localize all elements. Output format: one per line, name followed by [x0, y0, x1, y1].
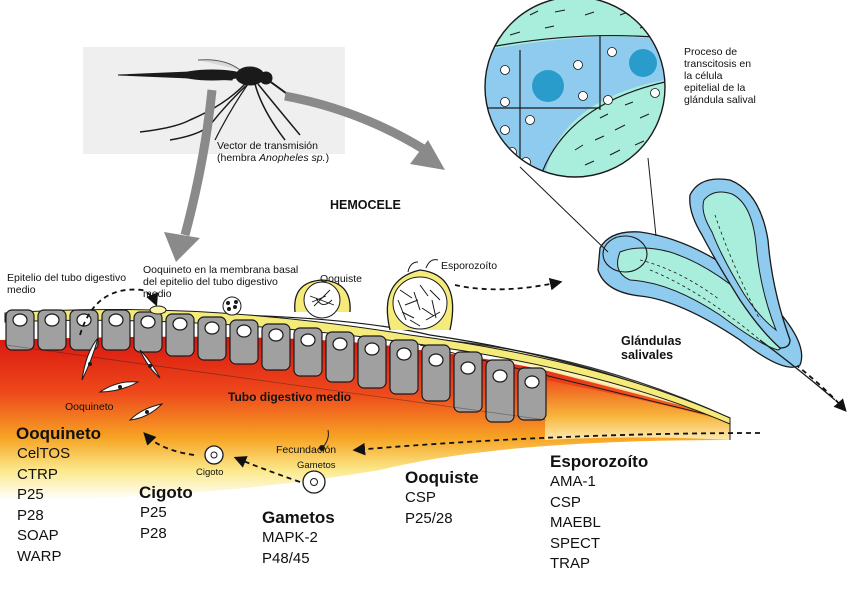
stage-sporozoite-title: Esporozoíto [550, 452, 649, 471]
protein-item: P25 [17, 486, 44, 503]
stage-ookinete-title: Ooquineto [16, 424, 101, 443]
protein-item: AMA-1 [550, 473, 596, 490]
oocyst-label: Ooquiste [320, 273, 363, 285]
vector-caption-line1: Vector de transmisión [217, 140, 318, 152]
salivary-glands-line2: salivales [621, 348, 674, 362]
transcytosis-line2: transcitosis en [684, 58, 752, 70]
gray-arrow-to-gut [164, 89, 217, 262]
mosquito-icon [117, 59, 301, 141]
protein-item: P28 [140, 524, 167, 542]
stage-gametes-title: Gametos [262, 508, 335, 527]
ookinete-membrane-line2: del epitelio del tubo digestivo [143, 276, 278, 288]
stage-oocyst-proteins: CSP P25/28 [405, 488, 453, 529]
stage-gametes-proteins: MAPK-2 P48/45 [262, 528, 318, 569]
ookinete-membrane-icon [149, 296, 242, 316]
vector-caption: Vector de transmisión (hembra Anopheles … [217, 140, 329, 164]
protein-item: CTRP [17, 465, 58, 483]
sporozoite-label: Esporozoíto [441, 260, 498, 272]
stage-ookinete-proteins: CelTOS CTRP P25 P28 SOAP WARP [17, 444, 70, 567]
ookinete-membrane-line1: Ooquineto en la membrana basal [143, 264, 299, 276]
stage-oocyst-title: Ooquiste [405, 468, 479, 487]
midgut-epithelium-label: Epitelio del tubo digestivo medio [7, 272, 126, 296]
protein-item: WARP [17, 547, 62, 565]
protein-item: CSP [550, 493, 581, 511]
protein-item: MAEBL [550, 514, 601, 531]
midgut-epithelium-line2: medio [7, 284, 36, 296]
ookinete-parasites [81, 337, 164, 421]
protein-item: CSP [405, 489, 436, 506]
protein-item: TRAP [550, 555, 591, 572]
zygote-icon [204, 445, 224, 465]
transcytosis-magnified-cell [484, 0, 666, 178]
stage-sporozoite-proteins: AMA-1 CSP MAEBL SPECT TRAP [550, 472, 601, 575]
transcytosis-label: Proceso de transcitosis en la célula epi… [684, 46, 756, 106]
protein-item: MAPK-2 [262, 529, 318, 546]
transcytosis-line4: epitelial de la [684, 82, 746, 94]
midgut-label: Tubo digestivo medio [228, 390, 352, 404]
protein-item: P28 [17, 506, 44, 524]
gametes-icon [302, 429, 329, 494]
vector-caption-line2: (hembra Anopheles sp.) [217, 152, 329, 164]
zygote-label: Cigoto [196, 467, 224, 478]
stage-zygote-title: Cigoto [139, 483, 193, 502]
transcytosis-line1: Proceso de [684, 46, 738, 58]
salivary-glands-label: Glándulas salivales [621, 334, 681, 362]
vector-caption-prefix: (hembra [217, 152, 260, 164]
stage-zygote-proteins: P25 P28 [140, 503, 167, 544]
protein-item: SPECT [550, 534, 601, 552]
gray-arrow-to-glands [284, 91, 445, 170]
midgut-lumen [0, 313, 731, 500]
protein-item: SOAP [17, 527, 59, 544]
midgut-epithelium-line1: Epitelio del tubo digestivo [7, 272, 127, 284]
ookinete-label: Ooquineto [65, 401, 114, 413]
hemocoel-label: HEMOCELE [330, 198, 401, 212]
salivary-glands [597, 178, 836, 401]
protein-item: P48/45 [262, 549, 310, 567]
gut-epithelium [5, 309, 547, 423]
mature-oocyst-icon [386, 259, 454, 331]
oocyst-icon [294, 279, 351, 319]
transcytosis-line5: glándula salival [684, 94, 756, 106]
vector-species: Anopheles sp. [259, 152, 326, 164]
zoom-lines [519, 157, 657, 253]
protein-item: P25 [140, 504, 167, 521]
ookinete-membrane-line3: medio [143, 288, 172, 300]
transcytosis-line3: la célula [684, 70, 723, 82]
protein-item: P25/28 [405, 509, 453, 527]
salivary-glands-line1: Glándulas [621, 334, 682, 348]
gametes-label: Gametos [297, 460, 336, 471]
ookinete-membrane-label: Ooquineto en la membrana basal del epite… [143, 264, 298, 300]
fertilization-label: Fecundación [276, 444, 337, 456]
protein-item: CelTOS [17, 445, 71, 462]
vector-caption-suffix: ) [325, 152, 330, 164]
